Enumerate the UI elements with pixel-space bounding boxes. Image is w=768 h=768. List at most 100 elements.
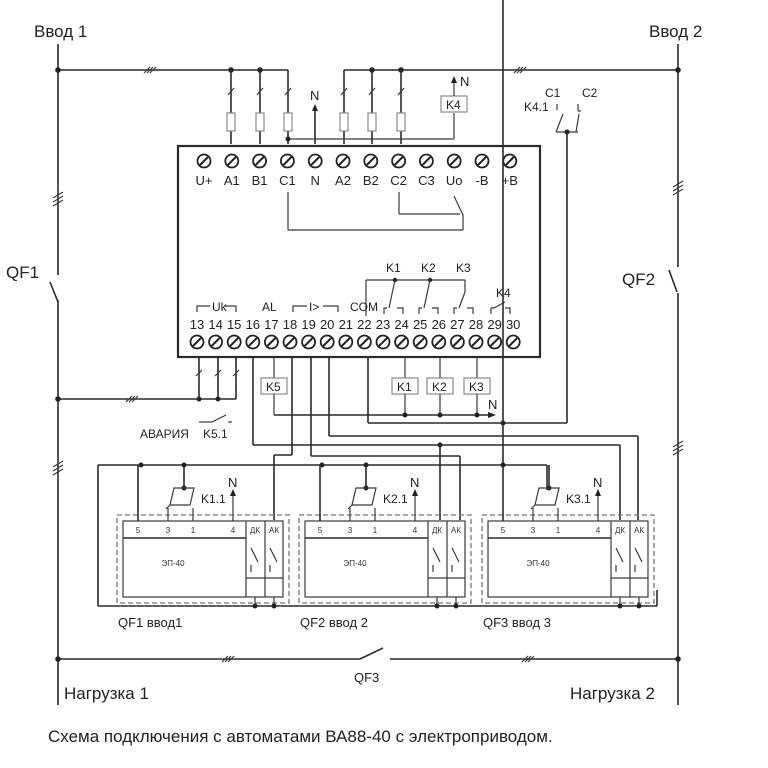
terminal-screw (412, 334, 428, 350)
terminal-screw (468, 334, 484, 350)
drive-name: ЭП-40 (526, 559, 550, 568)
top-terminal-label: A1 (224, 173, 240, 188)
neutral-label-top: N (310, 88, 319, 103)
bottom-terminal-label: 13 (190, 317, 204, 332)
k2-coil-label: K2 (432, 380, 447, 394)
load-2-label: Нагрузка 2 (570, 684, 655, 703)
bottom-terminal-label: 24 (394, 317, 408, 332)
qf3-label: QF3 (354, 670, 379, 685)
drive-pin-label: 3 (531, 526, 536, 535)
terminal-screw (252, 153, 268, 169)
terminal-screw (505, 334, 521, 350)
drive-breaker-label: QF1 ввод1 (118, 615, 182, 630)
top-terminal-label: U+ (196, 173, 213, 188)
drive-name: ЭП-40 (161, 559, 185, 568)
neutral-top (312, 104, 318, 144)
bottom-bus (55, 647, 681, 663)
top-terminal-label: -B (476, 173, 489, 188)
top-terminal-label: Uo (446, 173, 463, 188)
terminal-screw (375, 334, 391, 350)
top-terminal-label: C3 (418, 173, 435, 188)
terminal-screw (282, 334, 298, 350)
bottom-terminal-label: 21 (339, 317, 353, 332)
com-group-label: COM (350, 300, 378, 314)
left-bus (49, 44, 64, 705)
bottom-terminal-label: 16 (246, 317, 260, 332)
terminal-screw (418, 153, 434, 169)
controller-box (176, 144, 542, 359)
terminal-screw (263, 334, 279, 350)
terminal-screw (363, 153, 379, 169)
drive-contact-label: K1.1 (201, 492, 226, 506)
bottom-terminal-label: 14 (208, 317, 222, 332)
drive-pin-label: 3 (166, 526, 171, 535)
terminal-screw (391, 153, 407, 169)
terminal-screw (301, 334, 317, 350)
terminal-screw (307, 153, 323, 169)
terminal-screw (224, 153, 240, 169)
input-1-label: Ввод 1 (34, 22, 87, 41)
input-fuses (226, 87, 406, 132)
drive-pin-label: 5 (501, 526, 506, 535)
ak-label: АК (634, 526, 644, 535)
drive-contact-label: K2.1 (383, 492, 408, 506)
terminal-screw (394, 334, 410, 350)
bottom-terminal-label: 25 (413, 317, 427, 332)
top-terminal-label: B2 (363, 173, 379, 188)
al-group-label: AL (262, 300, 277, 314)
bottom-terminal-label: 27 (450, 317, 464, 332)
top-terminal-label: A2 (335, 173, 351, 188)
qf2-label: QF2 (622, 270, 655, 289)
input-2-label: Ввод 2 (649, 22, 702, 41)
terminal-screw (356, 334, 372, 350)
uk-group-label: Uk (212, 300, 228, 314)
top-bus-2 (343, 66, 681, 144)
k3-coil-label: K3 (469, 380, 484, 394)
bottom-terminal-label: 22 (357, 317, 371, 332)
bottom-terminal-label: 23 (376, 317, 390, 332)
k4-c1-label: C1 (545, 86, 561, 100)
top-terminal-label: C1 (279, 173, 296, 188)
k3-internal-label: K3 (456, 261, 471, 275)
alarm-contact (199, 414, 232, 423)
bottom-terminal-label: 20 (320, 317, 334, 332)
k4-1-contact (368, 104, 581, 424)
drive-pin-label: 1 (373, 526, 378, 535)
relay-coils (260, 357, 496, 418)
terminal-screw (335, 153, 351, 169)
neutral-label-coils: N (488, 397, 497, 412)
drive-pin-label: 1 (191, 526, 196, 535)
dk-label: ДК (250, 526, 260, 535)
terminal-screw (487, 334, 503, 350)
top-bus-1 (55, 66, 289, 144)
terminal-screw (449, 334, 465, 350)
drive-name: ЭП-40 (343, 559, 367, 568)
diagram-caption: Схема подключения с автоматами ВА88-40 с… (48, 727, 553, 746)
internal-relay-contacts (196, 277, 511, 316)
right-bus (668, 44, 684, 705)
terminal-screw (502, 153, 518, 169)
terminal-screw (431, 334, 447, 350)
ak-label: АК (269, 526, 279, 535)
bottom-terminal-label: 26 (432, 317, 446, 332)
neutral-label-drive: N (593, 475, 602, 490)
top-terminal-label: C2 (390, 173, 407, 188)
bottom-terminal-label: 28 (469, 317, 483, 332)
dk-label: ДК (615, 526, 625, 535)
drive-pin-label: 4 (231, 526, 236, 535)
internal-wiring-top (287, 192, 464, 231)
k1-internal-label: K1 (386, 261, 401, 275)
bottom-terminal-label: 18 (283, 317, 297, 332)
terminal-screw (319, 334, 335, 350)
bottom-terminal-label: 29 (487, 317, 501, 332)
k4-coil-label: K4 (446, 98, 461, 112)
ak-label: АК (451, 526, 461, 535)
terminal-screw (474, 153, 490, 169)
bottom-terminal-label: 19 (301, 317, 315, 332)
top-terminal-label: +B (502, 173, 518, 188)
terminal-screw (338, 334, 354, 350)
